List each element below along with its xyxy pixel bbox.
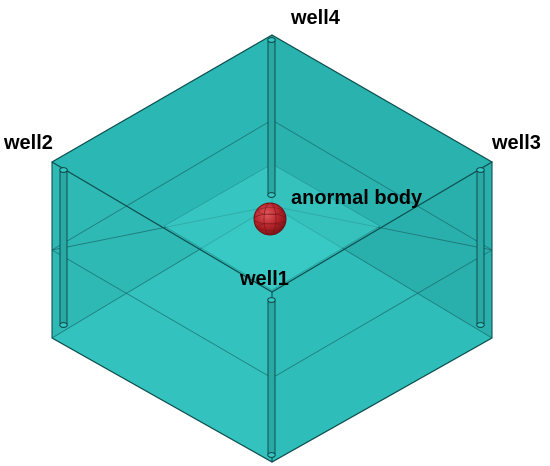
layer-line-left	[51, 249, 273, 379]
box-back-right-wall	[272, 35, 492, 338]
well1-pipe	[267, 297, 276, 458]
well2-pipe	[59, 167, 68, 328]
box-bottom-right-edge	[271, 337, 493, 463]
layer-line-right	[271, 249, 493, 379]
label-well4: well4	[290, 7, 341, 29]
box-back-left-wall	[52, 35, 272, 338]
box-bottom-left-edge	[51, 337, 273, 463]
label-well2: well2	[3, 132, 53, 154]
layer-line-back-left	[51, 119, 273, 251]
well4-pipe	[267, 37, 276, 198]
label-well1: well1	[239, 268, 289, 290]
label-well3: well3	[491, 132, 541, 154]
layer-line-back-right	[271, 119, 493, 251]
anomaly-sphere	[253, 202, 287, 236]
label-anomaly: anormal body	[291, 187, 423, 209]
well3-pipe	[476, 167, 485, 328]
